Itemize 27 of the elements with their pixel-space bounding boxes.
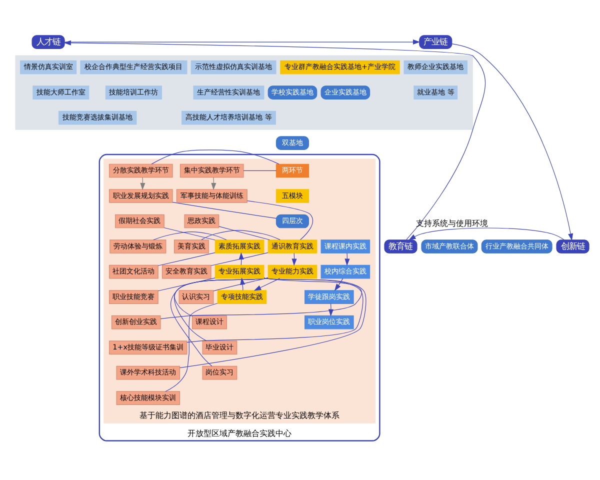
- connector: [164, 226, 216, 240]
- connector: [158, 277, 216, 291]
- connector: [218, 226, 270, 240]
- node-box: 人才链: [32, 34, 65, 48]
- connector: [165, 302, 218, 392]
- cluster: [15, 54, 473, 130]
- arrow: [254, 278, 280, 290]
- arrow: [452, 43, 574, 240]
- node-box: 产业链: [419, 34, 452, 48]
- connector: [213, 277, 268, 291]
- node-box: 教育链: [384, 239, 418, 253]
- arrow: [408, 227, 564, 240]
- connector: [158, 252, 216, 266]
- connector: [201, 230, 280, 240]
- connector: [151, 149, 280, 164]
- connector: [172, 201, 276, 218]
- arrow: [344, 252, 350, 266]
- arrow: [328, 302, 334, 316]
- arrow: [140, 176, 146, 190]
- arrow: [64, 40, 486, 240]
- arrow: [240, 277, 246, 290]
- arrow: [211, 176, 216, 190]
- connector: [246, 200, 314, 240]
- connector: [243, 170, 277, 171]
- arrow: [64, 39, 420, 44]
- node-box: 创新链: [556, 239, 590, 253]
- connector: [153, 231, 227, 240]
